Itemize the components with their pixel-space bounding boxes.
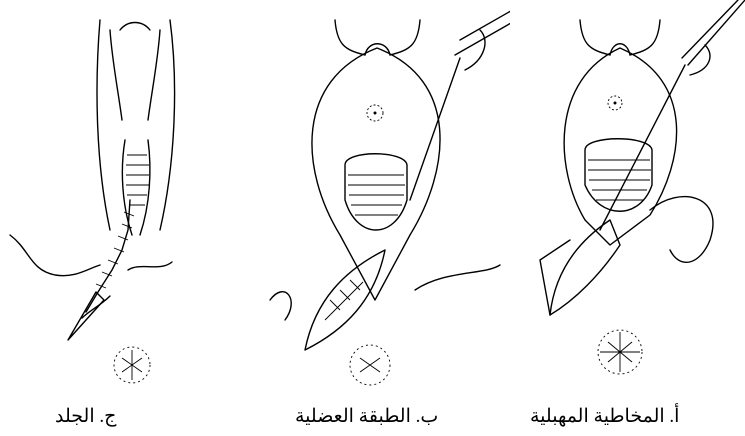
- muscle-suture-drawing: [245, 0, 510, 400]
- anus-icon: [350, 345, 390, 385]
- panel-vaginal-mucosa: أ. المخاطية المهبلية: [510, 0, 745, 436]
- panel-muscle-layer: ب. الطبقة العضلية: [245, 0, 510, 436]
- caption-skin: ج. الجلد: [55, 405, 116, 428]
- mucosa-suture-drawing: [510, 0, 745, 400]
- anus-icon: [598, 330, 642, 374]
- caption-vaginal-mucosa: أ. المخاطية المهبلية: [530, 405, 679, 428]
- caption-muscle-layer: ب. الطبقة العضلية: [295, 405, 438, 428]
- skin-suture-drawing: [0, 0, 240, 400]
- anus-icon: [114, 347, 150, 383]
- panel-skin: ج. الجلد: [0, 0, 240, 436]
